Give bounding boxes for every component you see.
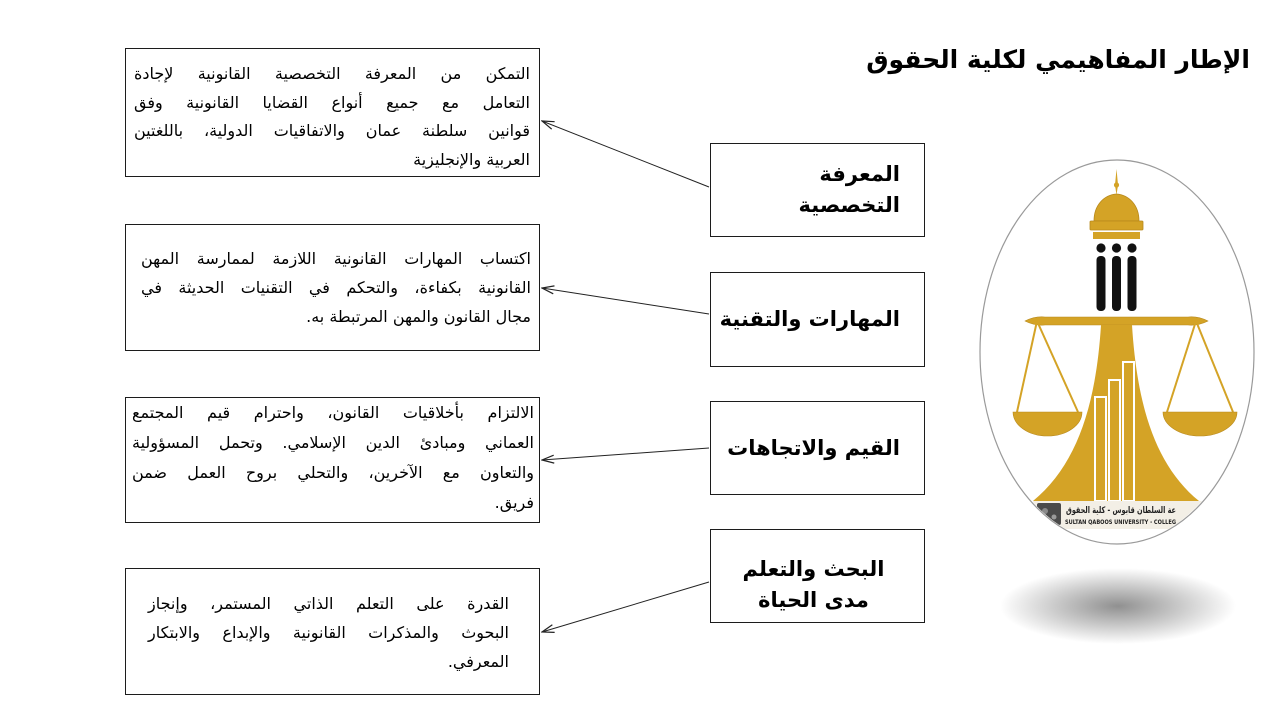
logo-text-band: [1033, 501, 1203, 529]
logo-text-arabic: عة السلطان قابوس - كلية الحقوق: [1066, 506, 1176, 516]
logo-shadow: [1000, 568, 1236, 644]
description-line: القانونية بكفاءة، والتحكم في التقنيات ال…: [141, 278, 531, 297]
left-scale-pan: [1012, 411, 1083, 437]
description-line: مجال القانون والمهن المرتبطة به.: [306, 307, 531, 326]
logo-text-english: SULTAN QABOOS UNIVERSITY - COLLEG: [1065, 519, 1176, 526]
description-box-specialized-knowledge: التمكن من المعرفة التخصصية القانونية لإج…: [125, 48, 540, 177]
description-line: والتعاون مع الآخرين، والتحلي بروح العمل …: [132, 463, 534, 482]
arrow-skills-technology: [542, 288, 710, 315]
label-text: البحث والتعلم: [742, 557, 885, 581]
label-box-specialized-knowledge: المعرفة التخصصية: [710, 143, 925, 237]
tower-columns: [1096, 243, 1137, 311]
seal-emblem: [1037, 503, 1061, 525]
description-line: التعامل مع جميع أنواع القضايا القانونية …: [134, 92, 530, 112]
arrow-research-lifelong-learning: [542, 581, 710, 632]
description-line: قوانين سلطنة عمان والاتفاقيات الدولية، ب…: [134, 121, 530, 140]
dome: [1093, 193, 1140, 222]
description-line: الالتزام بأخلاقيات القانون، واحترام قيم …: [132, 403, 534, 422]
label-text: القيم والاتجاهات: [727, 435, 900, 460]
label-box-skills-technology: المهارات والتقنية: [710, 272, 925, 367]
slide-title: الإطار المفاهيمي لكلية الحقوق: [866, 45, 1250, 74]
description-line: العماني ومبادئ الدين الإسلامي. وتحمل الم…: [132, 433, 534, 452]
description-line: فريق.: [494, 493, 534, 512]
dome-band: [1089, 220, 1144, 239]
description-line: القدرة على التعلم الذاتي المستمر، وإنجاز: [148, 594, 509, 613]
dome-finial: [1113, 169, 1120, 195]
label-box-values-attitudes: القيم والاتجاهات: [710, 401, 925, 495]
label-box-research-lifelong-learning: البحث والتعلم مدى الحياة: [710, 529, 925, 623]
arrow-specialized-knowledge: [542, 121, 710, 188]
description-line: المعرفي.: [447, 652, 509, 671]
label-text: المعرفة التخصصية: [798, 162, 900, 217]
label-text: مدى الحياة: [758, 588, 869, 612]
right-scale-pan: [1162, 411, 1238, 437]
scale-beam: [1024, 316, 1209, 326]
description-box-values-attitudes: الالتزام بأخلاقيات القانون، واحترام قيم …: [125, 397, 540, 523]
right-scale-chain: [1166, 320, 1234, 413]
description-line: العربية والإنجليزية: [413, 149, 530, 169]
description-line: التمكن من المعرفة التخصصية القانونية لإج…: [134, 64, 530, 83]
description-box-skills-technology: اكتساب المهارات القانونية اللازمة لممارس…: [125, 224, 540, 351]
left-scale-chain: [1016, 320, 1079, 413]
description-line: اكتساب المهارات القانونية اللازمة لممارس…: [141, 249, 531, 268]
description-line: البحوث والمذكرات القانونية والإبداع والا…: [148, 623, 509, 642]
arrow-values-attitudes: [542, 447, 710, 460]
description-box-research-lifelong-learning: القدرة على التعلم الذاتي المستمر، وإنجاز…: [125, 568, 540, 695]
university-logo: عة السلطان قابوس - كلية الحقوق SULTAN QA…: [979, 159, 1255, 545]
label-text: المهارات والتقنية: [719, 307, 900, 331]
